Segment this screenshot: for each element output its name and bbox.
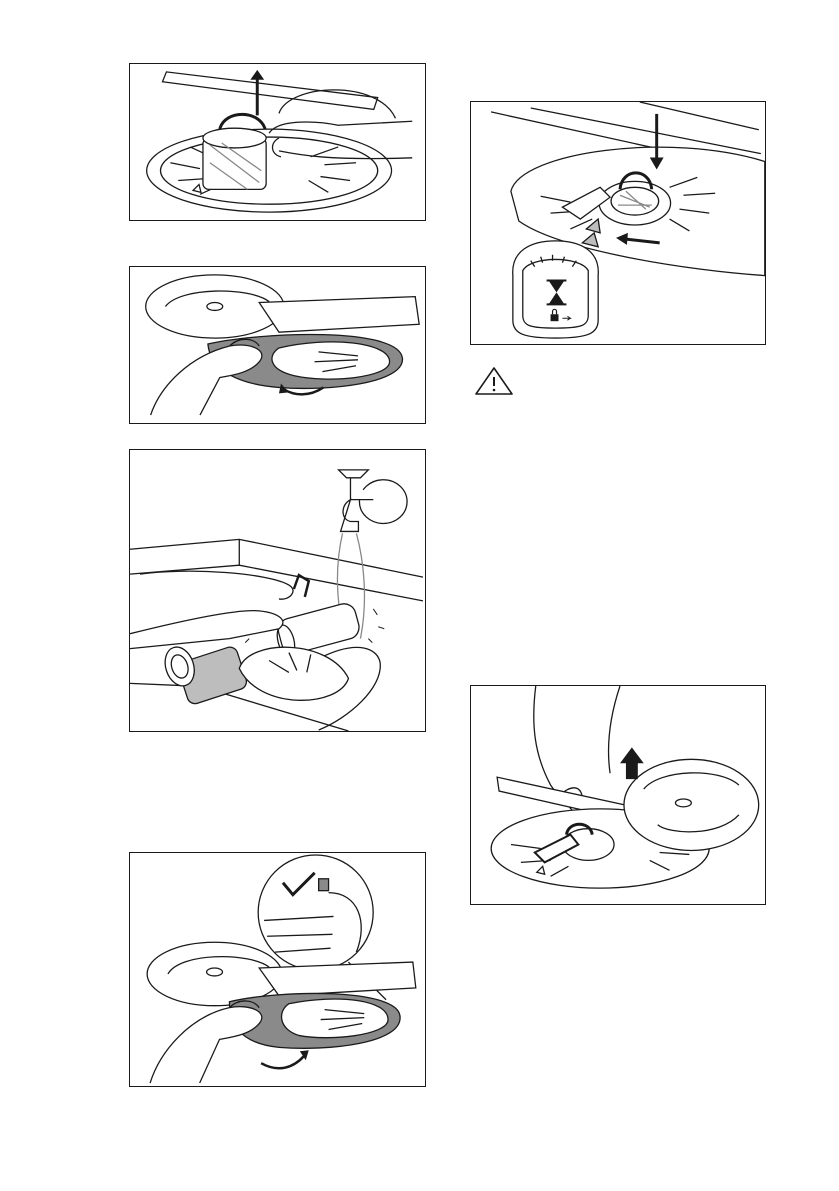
figure-remove-filter: [129, 63, 426, 221]
figure-lift-spray-arm: [470, 685, 766, 905]
figure-lock-filter: [470, 101, 766, 345]
figure-refit-flat-filter: [129, 852, 426, 1087]
figure-turn-flat-filter: [129, 266, 426, 424]
rinse-filters-illustration: [130, 450, 425, 731]
refit-flat-filter-illustration: [130, 853, 425, 1086]
lock-filter-illustration: [471, 102, 765, 344]
figure-rinse-filters: [129, 449, 426, 732]
warning-triangle-icon: [474, 366, 514, 396]
rotate-right-arrow-icon: [261, 1050, 309, 1068]
turn-flat-filter-illustration: [130, 267, 425, 423]
remove-filter-illustration: [130, 64, 425, 220]
lift-spray-arm-illustration: [471, 686, 765, 904]
